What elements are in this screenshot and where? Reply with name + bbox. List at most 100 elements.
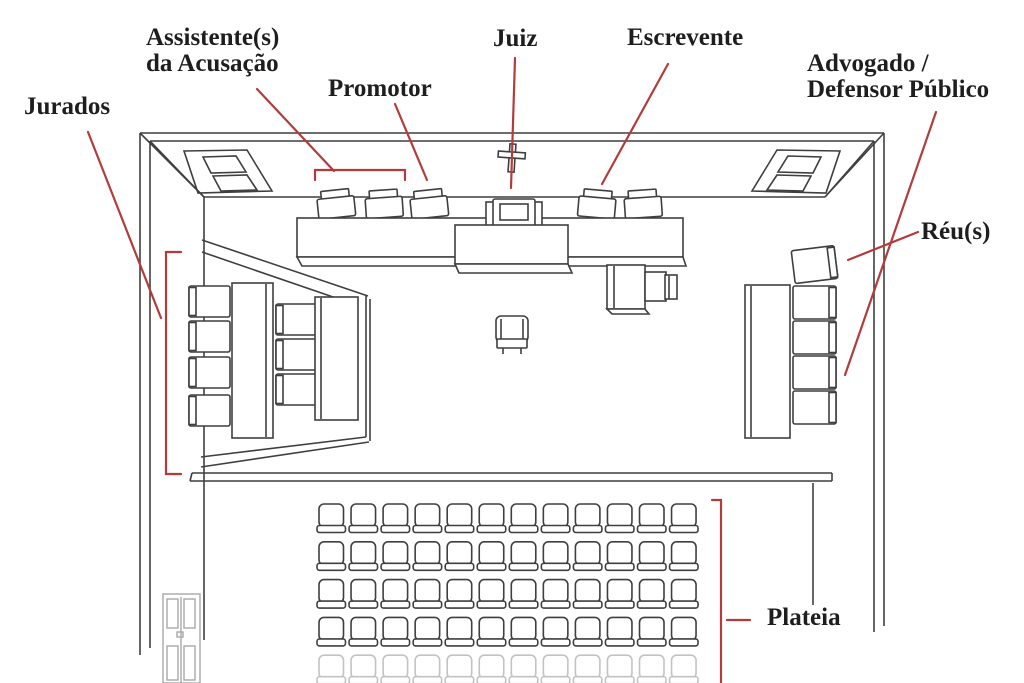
jury-chair bbox=[275, 338, 317, 371]
audience-chair bbox=[540, 616, 571, 647]
escrevente-pointer-line bbox=[600, 62, 670, 186]
audience-chair bbox=[476, 654, 507, 683]
promotor-pointer-line bbox=[393, 102, 429, 182]
audience-chair bbox=[476, 503, 507, 534]
audience-chair bbox=[604, 616, 635, 647]
plateia-bracket bbox=[710, 498, 723, 683]
jury-chair bbox=[188, 394, 231, 427]
audience-chair bbox=[316, 654, 347, 683]
audience-chair bbox=[636, 540, 667, 572]
defense-chair bbox=[792, 285, 837, 320]
jury-chair bbox=[275, 303, 317, 336]
audience-chair bbox=[380, 503, 411, 534]
audience-chair bbox=[572, 616, 603, 647]
audience-chair bbox=[572, 654, 603, 683]
audience-chair bbox=[572, 503, 603, 534]
label-advogado: Advogado / Defensor Público bbox=[807, 51, 989, 103]
audience-chair bbox=[508, 578, 539, 609]
audience-chair bbox=[348, 654, 379, 683]
audience-chair bbox=[668, 616, 699, 647]
bar-railing bbox=[189, 472, 833, 482]
audience-seats bbox=[316, 503, 699, 683]
audience-chair bbox=[444, 503, 475, 534]
audience-chair bbox=[668, 578, 699, 609]
label-jurados: Jurados bbox=[24, 93, 111, 120]
audience-chair bbox=[668, 654, 699, 683]
audience-chair bbox=[508, 654, 539, 683]
audience-chair bbox=[316, 540, 347, 572]
label-juiz: Juiz bbox=[493, 25, 538, 52]
audience-chair bbox=[572, 578, 603, 609]
jury-chair bbox=[188, 356, 231, 389]
annotation-lines bbox=[86, 56, 938, 683]
audience-chair bbox=[380, 654, 411, 683]
label-advogado-line1: Advogado / bbox=[807, 50, 929, 77]
judge-chair bbox=[485, 198, 543, 228]
audience-chair bbox=[572, 540, 603, 572]
audience-chair bbox=[412, 540, 443, 572]
audience-chair bbox=[636, 578, 667, 609]
audience-chair bbox=[348, 578, 379, 609]
audience-chair bbox=[604, 540, 635, 572]
defense-chair bbox=[792, 390, 837, 425]
jury-chair bbox=[188, 285, 231, 318]
label-escrevente: Escrevente bbox=[627, 24, 744, 51]
audience-chair bbox=[444, 616, 475, 647]
audience-chair bbox=[636, 503, 667, 534]
audience-chair bbox=[316, 503, 347, 534]
bench-chair bbox=[576, 188, 617, 220]
door bbox=[162, 593, 201, 683]
audience-chair bbox=[508, 503, 539, 534]
assistentes-bracket bbox=[313, 168, 407, 182]
audience-chair bbox=[316, 616, 347, 647]
label-advogado-line2: Defensor Público bbox=[807, 76, 990, 103]
audience-chair bbox=[316, 578, 347, 609]
bench-chair bbox=[316, 187, 357, 220]
audience-chair bbox=[668, 503, 699, 534]
audience-chair bbox=[540, 578, 571, 609]
label-assistentes: Assistente(s) da Acusação bbox=[146, 25, 279, 77]
jury-chair bbox=[275, 373, 317, 406]
jury-chair bbox=[188, 320, 231, 353]
label-plateia: Plateia bbox=[767, 604, 841, 631]
audience-chair bbox=[380, 540, 411, 572]
audience-chair bbox=[348, 616, 379, 647]
audience-chair bbox=[476, 578, 507, 609]
audience-chair bbox=[380, 578, 411, 609]
audience-chair bbox=[412, 616, 443, 647]
reus-pointer-line bbox=[846, 230, 920, 262]
audience-chair bbox=[604, 503, 635, 534]
audience-chair bbox=[540, 503, 571, 534]
label-assistentes-line1: Assistente(s) bbox=[146, 24, 280, 51]
jury-table-outer bbox=[231, 282, 274, 439]
judges-desk bbox=[453, 224, 574, 274]
defense-chair bbox=[792, 320, 837, 355]
defense-table bbox=[744, 284, 791, 439]
audience-chair bbox=[348, 540, 379, 572]
witness-chair bbox=[495, 315, 529, 354]
audience-chair bbox=[668, 540, 699, 572]
label-reus: Réu(s) bbox=[921, 218, 991, 245]
label-assistentes-line2: da Acusação bbox=[146, 50, 279, 77]
audience-chair bbox=[604, 654, 635, 683]
label-promotor: Promotor bbox=[328, 75, 432, 102]
audience-chair bbox=[412, 578, 443, 609]
right-skylight bbox=[750, 149, 842, 194]
jury-box-enclosure bbox=[200, 239, 371, 468]
jurados-bracket bbox=[164, 250, 183, 476]
clerk-desk bbox=[605, 264, 678, 315]
bench-chair bbox=[623, 188, 664, 220]
audience-chair bbox=[412, 503, 443, 534]
audience-chair bbox=[540, 654, 571, 683]
jury-table-inner bbox=[314, 296, 359, 421]
left-skylight bbox=[182, 149, 274, 194]
defense-chairs bbox=[790, 244, 839, 425]
audience-chair bbox=[476, 540, 507, 572]
assistentes-pointer-line bbox=[255, 87, 336, 173]
defendant-chair bbox=[790, 244, 839, 285]
audience-chair bbox=[636, 654, 667, 683]
room-walls bbox=[139, 132, 885, 655]
audience-chair bbox=[412, 654, 443, 683]
